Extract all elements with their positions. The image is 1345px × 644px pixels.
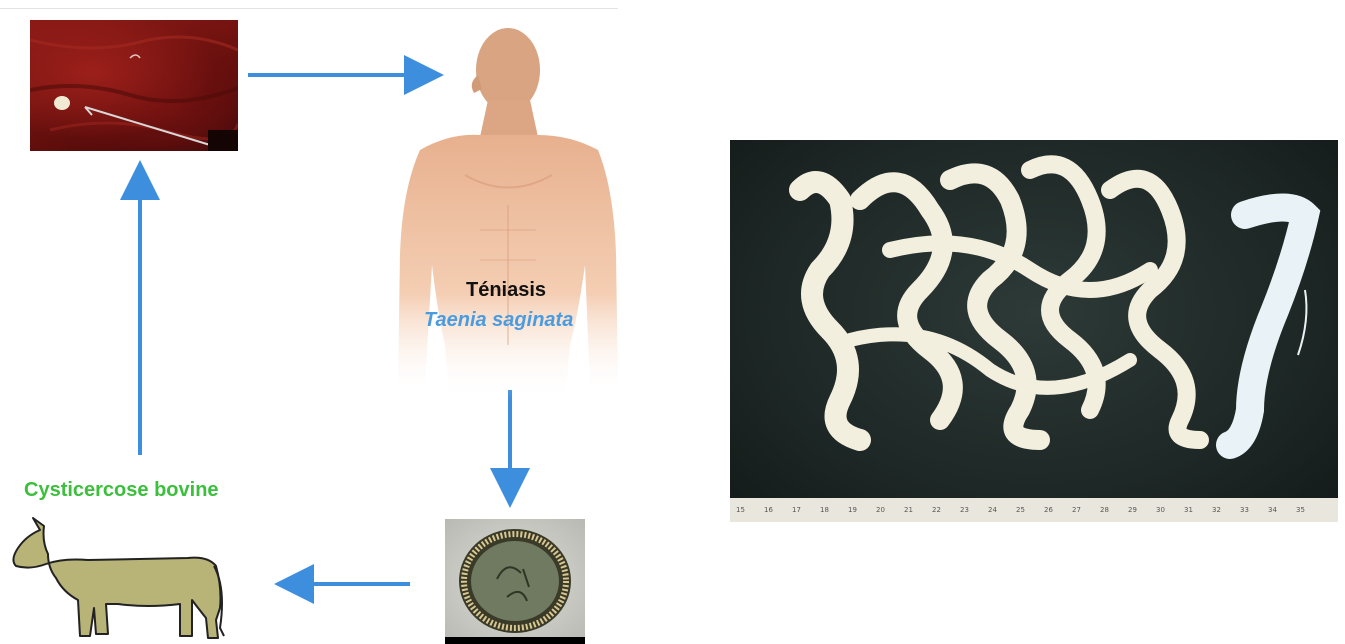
- ruler-tick-label: 24: [988, 506, 997, 514]
- human-disease-title: Téniasis: [466, 279, 546, 302]
- ruler-tick-label: 21: [904, 506, 913, 514]
- ruler-tick-label: 20: [876, 506, 885, 514]
- ruler-tick-label: 35: [1296, 506, 1305, 514]
- ruler-tick-label: 26: [1044, 506, 1053, 514]
- taenia-egg-icon: [445, 519, 585, 644]
- ruler-tick-label: 19: [848, 506, 857, 514]
- parasite-species-name: Taenia saginata: [424, 309, 573, 332]
- ruler-tick-label: 18: [820, 506, 829, 514]
- ruler-tick-label: 22: [932, 506, 941, 514]
- ruler-tick-label: 34: [1268, 506, 1277, 514]
- ruler-tick-label: 16: [764, 506, 773, 514]
- ruler-tick-label: 23: [960, 506, 969, 514]
- tapeworm-specimen-icon: [730, 140, 1338, 500]
- measuring-ruler: 15 16 17 18 19 20 21 22 23 24 25 26 27 2…: [730, 498, 1338, 522]
- ruler-tick-label: 30: [1156, 506, 1165, 514]
- ruler-tick-label: 17: [792, 506, 801, 514]
- ruler-tick-label: 32: [1212, 506, 1221, 514]
- human-torso-icon: [380, 15, 620, 400]
- egg-micrograph: [445, 519, 585, 644]
- human-figure: [380, 15, 620, 400]
- animal-disease-title: Cysticercose bovine: [24, 479, 219, 502]
- cow-silhouette-icon: [8, 508, 228, 644]
- ruler-tick-label: 33: [1240, 506, 1249, 514]
- ruler-tick-label: 28: [1100, 506, 1109, 514]
- tapeworm-photo: 15 16 17 18 19 20 21 22 23 24 25 26 27 2…: [730, 140, 1338, 522]
- ruler-tick-label: 27: [1072, 506, 1081, 514]
- ruler-tick-label: 31: [1184, 506, 1193, 514]
- ruler-tick-label: 25: [1016, 506, 1025, 514]
- ruler-tick-label: 15: [736, 506, 745, 514]
- ruler-tick-label: 29: [1128, 506, 1137, 514]
